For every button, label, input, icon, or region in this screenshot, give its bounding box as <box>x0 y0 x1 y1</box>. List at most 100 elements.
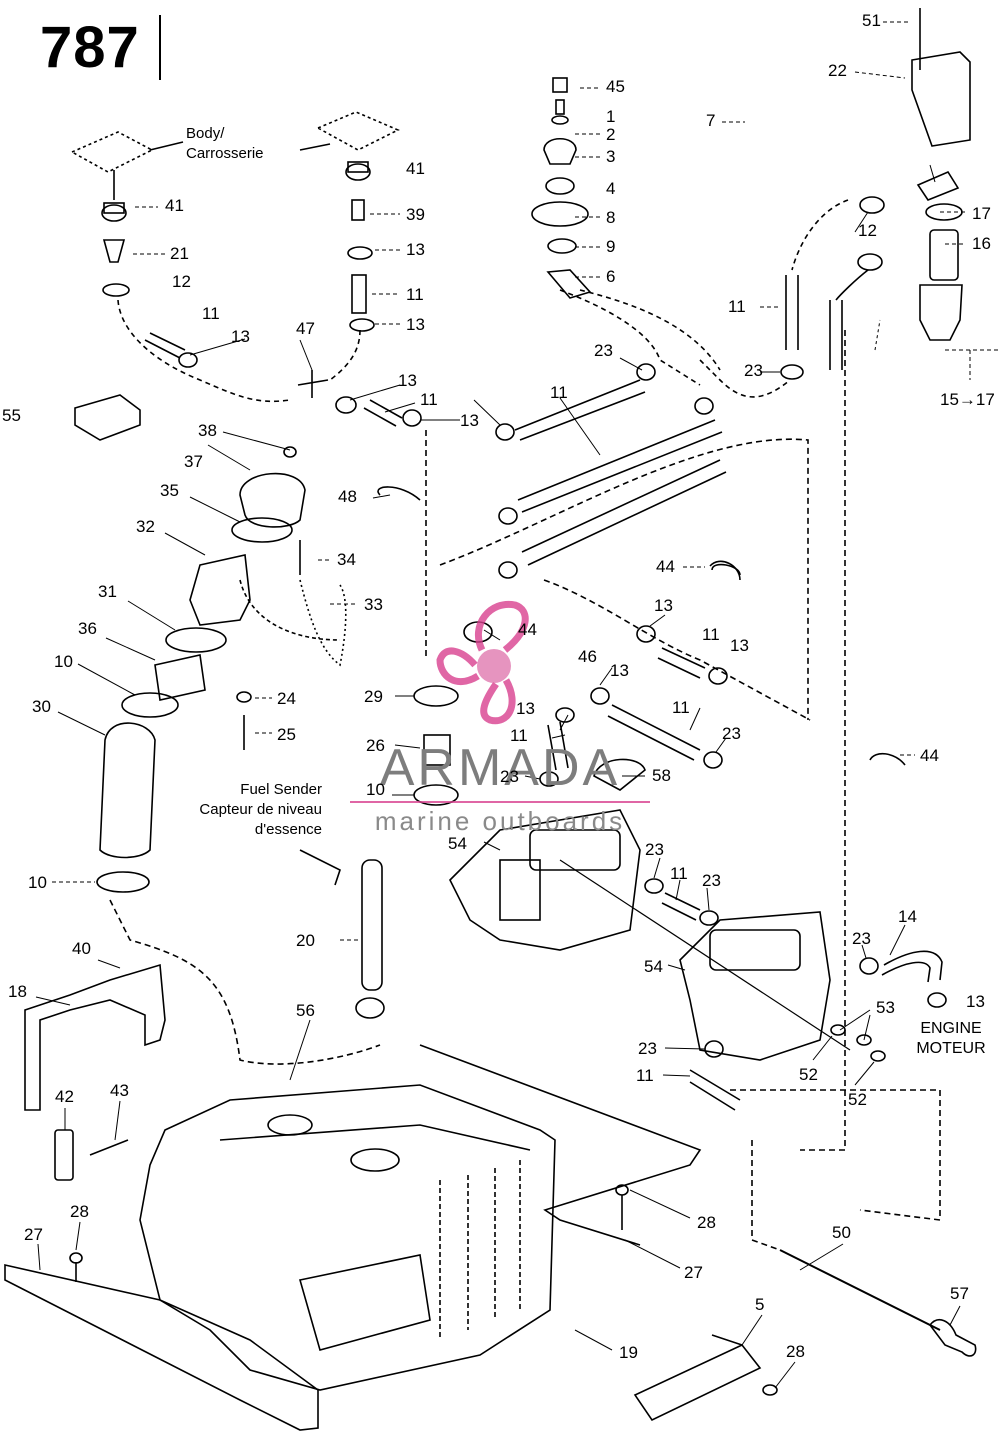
fuel-sender-label-fr1: Capteur de niveau <box>199 801 322 818</box>
callout-38: 38 <box>198 421 217 440</box>
callout-5: 5 <box>755 1295 765 1314</box>
callout-23: 23 <box>638 1039 657 1058</box>
callout-48: 48 <box>338 487 357 506</box>
callout-11: 11 <box>420 390 438 409</box>
callout-39: 39 <box>406 205 425 224</box>
callout-11: 11 <box>702 625 720 644</box>
fuel-sender-label-fr2: d'essence <box>254 821 322 838</box>
callout-28: 28 <box>786 1342 805 1361</box>
callout-13: 13 <box>231 327 250 346</box>
engine-label: ENGINE <box>920 1020 982 1037</box>
callout-11: 11 <box>672 698 690 717</box>
callout-47: 47 <box>296 319 315 338</box>
callout-54: 54 <box>448 834 467 853</box>
callout-12-left: 12 <box>172 272 191 291</box>
callout-22: 22 <box>828 61 847 80</box>
callout-11: 11 <box>406 285 424 304</box>
callout-23: 23 <box>702 871 721 890</box>
callout-35: 35 <box>160 481 179 500</box>
callout-25: 25 <box>277 725 296 744</box>
callout-13: 13 <box>460 411 479 430</box>
callout-58: 58 <box>652 766 671 785</box>
callout-13: 13 <box>516 699 535 718</box>
callout-37: 37 <box>184 452 203 471</box>
callout-52: 52 <box>848 1090 867 1109</box>
callout-57: 57 <box>950 1284 969 1303</box>
callout-53: 53 <box>876 998 895 1017</box>
callout-54: 54 <box>644 957 663 976</box>
callout-15-17: 15→17 <box>940 390 995 409</box>
callout-11: 11 <box>728 297 746 316</box>
callout-20: 20 <box>296 931 315 950</box>
body-label: Body/ <box>186 125 225 142</box>
callout-4: 4 <box>606 179 616 198</box>
callout-16: 16 <box>972 234 991 253</box>
callout-13: 13 <box>610 661 629 680</box>
watermark: ARMADA <box>340 738 660 798</box>
callout-3: 3 <box>606 147 616 166</box>
callout-1: 1 <box>606 107 616 126</box>
callout-13: 13 <box>654 596 673 615</box>
callout-44: 44 <box>920 746 939 765</box>
callout-46: 46 <box>578 647 597 666</box>
callout-24: 24 <box>277 689 296 708</box>
callout-13: 13 <box>406 315 425 334</box>
watermark-subtitle: marine outboards <box>374 806 626 836</box>
callout-13: 13 <box>730 636 749 655</box>
callout-56: 56 <box>296 1001 315 1020</box>
callout-29: 29 <box>364 687 383 706</box>
callout-41-left: 41 <box>165 196 184 215</box>
callout-13: 13 <box>398 371 417 390</box>
callout-11: 11 <box>202 304 220 323</box>
callout-44: 44 <box>518 620 537 639</box>
callout-11: 11 <box>636 1066 654 1085</box>
callout-44: 44 <box>656 557 675 576</box>
callout-30: 30 <box>32 697 51 716</box>
callout-9: 9 <box>606 237 616 256</box>
callout-14: 14 <box>898 907 917 926</box>
engine-label-fr: MOTEUR <box>916 1040 986 1057</box>
callout-45: 45 <box>606 77 625 96</box>
callout-27: 27 <box>24 1225 43 1244</box>
callout-6: 6 <box>606 267 616 286</box>
callout-52: 52 <box>799 1065 818 1084</box>
callout-34: 34 <box>337 550 356 569</box>
watermark-sub: marine outboards <box>340 806 660 837</box>
callout-23: 23 <box>722 724 741 743</box>
callout-23: 23 <box>500 767 519 786</box>
callout-19: 19 <box>619 1343 638 1362</box>
page-number: 787 <box>40 15 140 80</box>
callout-21: 21 <box>170 244 189 263</box>
callout-10: 10 <box>54 652 73 671</box>
callout-8: 8 <box>606 208 616 227</box>
callout-17: 17 <box>972 204 991 223</box>
callout-11: 11 <box>550 383 568 402</box>
callout-43: 43 <box>110 1081 129 1100</box>
callout-12-right: 12 <box>858 221 877 240</box>
callout-23: 23 <box>744 361 763 380</box>
callout-33: 33 <box>364 595 383 614</box>
callout-7: 7 <box>706 111 716 130</box>
callout-28: 28 <box>697 1213 716 1232</box>
callout-23: 23 <box>852 929 871 948</box>
body-label-fr: Carrosserie <box>186 145 264 162</box>
callout-36: 36 <box>78 619 97 638</box>
callout-2: 2 <box>606 125 616 144</box>
watermark-propeller-icon <box>436 600 529 725</box>
callout-51: 51 <box>862 11 881 30</box>
callout-40: 40 <box>72 939 91 958</box>
callout-18: 18 <box>8 982 27 1001</box>
callout-13: 13 <box>406 240 425 259</box>
callout-55: 55 <box>2 406 21 425</box>
callout-42: 42 <box>55 1087 74 1106</box>
callout-41-right: 41 <box>406 159 425 178</box>
callout-13: 13 <box>966 992 985 1011</box>
callout-28: 28 <box>70 1202 89 1221</box>
watermark-title: ARMADA <box>379 739 621 797</box>
callout-32: 32 <box>136 517 155 536</box>
callout-50: 50 <box>832 1223 851 1242</box>
fuel-sender-label: Fuel Sender <box>240 781 322 798</box>
callout-27: 27 <box>684 1263 703 1282</box>
